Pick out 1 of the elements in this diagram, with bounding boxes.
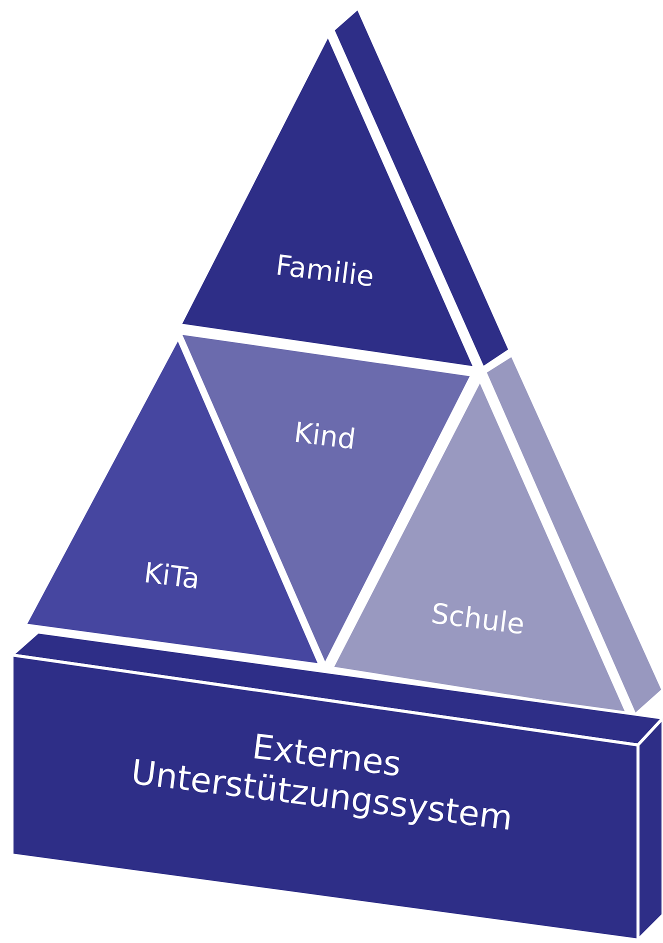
- pyramid-triangle: Familie: [178, 6, 512, 370]
